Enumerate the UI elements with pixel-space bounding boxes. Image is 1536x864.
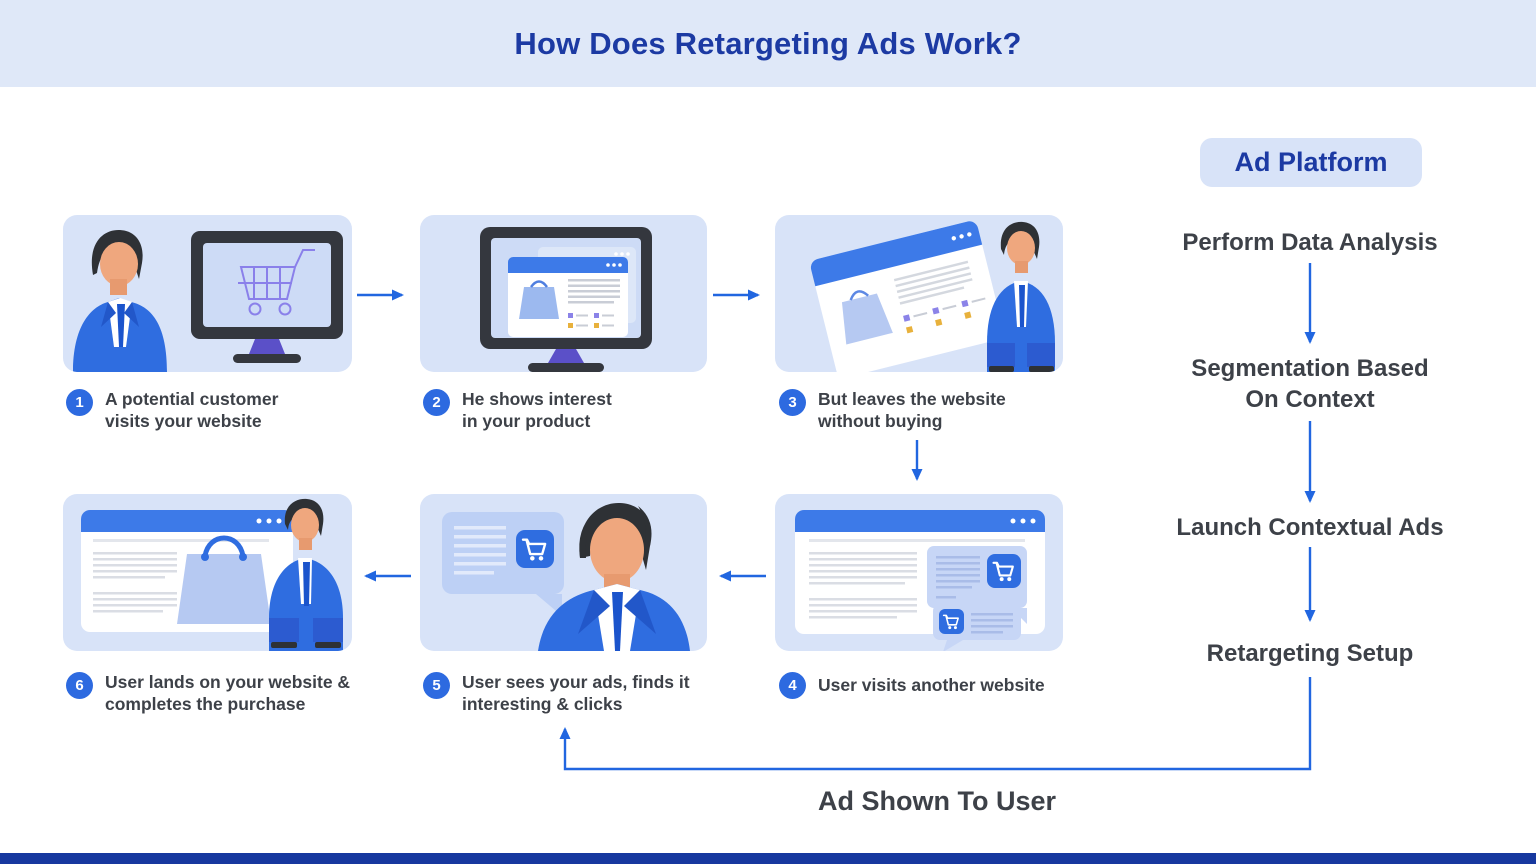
ad-popup-icon (442, 512, 564, 616)
step-3-caption: But leaves the website without buying (818, 389, 1006, 431)
step-4-card (775, 494, 1063, 651)
person-icon (987, 221, 1055, 372)
step-2-illustration (480, 227, 652, 372)
person-icon (73, 229, 167, 372)
header-band: How Does Retargeting Ads Work? (0, 0, 1536, 87)
step-2-badge: 2 (423, 389, 450, 416)
shopping-bag-icon (177, 535, 271, 624)
browser-window-icon (810, 221, 1004, 372)
page-title: How Does Retargeting Ads Work? (514, 25, 1022, 61)
ad-platform-badge: Ad Platform (1200, 138, 1422, 187)
step-1-illustration (73, 229, 343, 372)
step-6-illustration (81, 498, 343, 651)
step-1-caption: A potential customer visits your website (105, 389, 279, 431)
monitor-icon (191, 231, 343, 363)
person-icon (269, 498, 343, 651)
step-4-illustration (795, 510, 1045, 651)
product-list-icon (903, 297, 986, 334)
ad-popup-icon (927, 546, 1027, 624)
step-1-badge: 1 (66, 389, 93, 416)
step-6-badge: 6 (66, 672, 93, 699)
step-2-card (420, 215, 707, 372)
step-5-card (420, 494, 707, 651)
step-1-card (63, 215, 352, 372)
step-3-badge: 3 (779, 389, 806, 416)
shopping-cart-icon (238, 249, 315, 316)
ad-shown-to-user-label: Ad Shown To User (817, 786, 1057, 816)
bottom-bar (0, 853, 1536, 864)
step-4-caption: User visits another website (818, 675, 1045, 695)
step-4-badge: 4 (779, 672, 806, 699)
step-5-caption: User sees your ads, finds it interesting… (462, 672, 690, 714)
step-2-caption: He shows interest in your product (462, 389, 612, 431)
step-5-illustration (442, 502, 690, 651)
step-3-illustration (810, 221, 1055, 372)
flow-step-launch-contextual-ads: Launch Contextual Ads (1176, 514, 1444, 541)
flow-step-segmentation-based-on-context: Segmentation Based On Context (1191, 355, 1429, 413)
browser-window-icon (508, 257, 628, 337)
person-icon (538, 502, 690, 651)
flow-step-perform-data-analysis: Perform Data Analysis (1182, 229, 1438, 256)
step-6-card (63, 494, 352, 651)
product-list-icon (568, 313, 614, 328)
flow-step-retargeting-setup: Retargeting Setup (1206, 640, 1414, 667)
shopping-bag-icon (519, 280, 559, 319)
monitor-icon (480, 227, 652, 372)
step-6-caption: User lands on your website & completes t… (105, 672, 351, 714)
ad-platform-label: Ad Platform (1234, 147, 1388, 177)
ad-popup-icon (933, 604, 1021, 651)
shopping-bag-icon (841, 290, 893, 345)
step-3-card (775, 215, 1063, 372)
step-5-badge: 5 (423, 672, 450, 699)
